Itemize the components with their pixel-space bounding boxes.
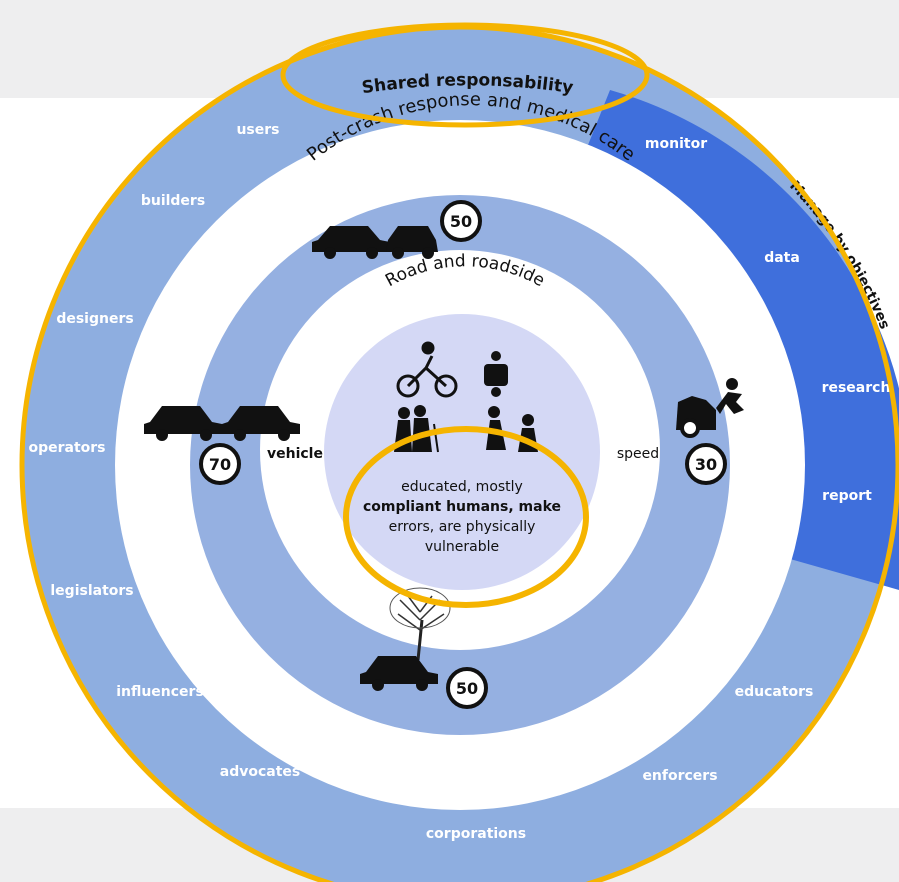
car-icon	[222, 406, 300, 441]
svg-text:50: 50	[450, 212, 472, 231]
speed-sign-50-top: 50	[440, 200, 482, 242]
core-circle	[324, 314, 600, 590]
core-highlight-ellipse	[343, 426, 589, 608]
speed-sign-50-bottom: 50	[446, 667, 488, 709]
svg-text:50: 50	[456, 679, 478, 698]
car-icon	[386, 226, 438, 259]
objective-data: data	[764, 250, 800, 266]
vehicle-label: vehicle	[267, 446, 323, 462]
core-line-4: vulnerable	[425, 539, 499, 555]
stakeholder-influencers: influencers	[116, 684, 204, 700]
core-line-1: educated, mostly	[401, 479, 523, 495]
stakeholder-legislators: legislators	[50, 583, 133, 599]
core-line-2: compliant humans, make	[363, 499, 561, 515]
title-highlight-ellipse	[280, 22, 650, 128]
crash-icon	[676, 378, 744, 438]
stakeholder-advocates: advocates	[220, 764, 300, 780]
speed-sign-30: 30	[685, 443, 727, 485]
stakeholder-educators: educators	[735, 684, 814, 700]
svg-text:30: 30	[695, 455, 717, 474]
car-icon	[312, 226, 390, 259]
stakeholder-designers: designers	[56, 311, 133, 327]
car-icon	[360, 656, 438, 691]
objective-research: research	[822, 380, 891, 396]
stakeholder-enforcers: enforcers	[642, 768, 717, 784]
scooter-icon	[484, 351, 508, 397]
cyclist-icon	[396, 341, 458, 398]
stakeholder-users: users	[236, 122, 279, 138]
svg-text:70: 70	[209, 455, 231, 474]
car-icon	[144, 406, 222, 441]
stakeholder-operators: operators	[28, 440, 105, 456]
objective-report: report	[822, 488, 872, 504]
speed-label: speed	[617, 446, 659, 462]
tree-icon	[389, 587, 451, 661]
stakeholder-corporations: corporations	[426, 826, 526, 842]
core-line-3: errors, are physically	[389, 519, 536, 535]
objective-monitor: monitor	[645, 136, 707, 152]
speed-sign-70: 70	[199, 443, 241, 485]
stakeholder-builders: builders	[141, 193, 205, 209]
